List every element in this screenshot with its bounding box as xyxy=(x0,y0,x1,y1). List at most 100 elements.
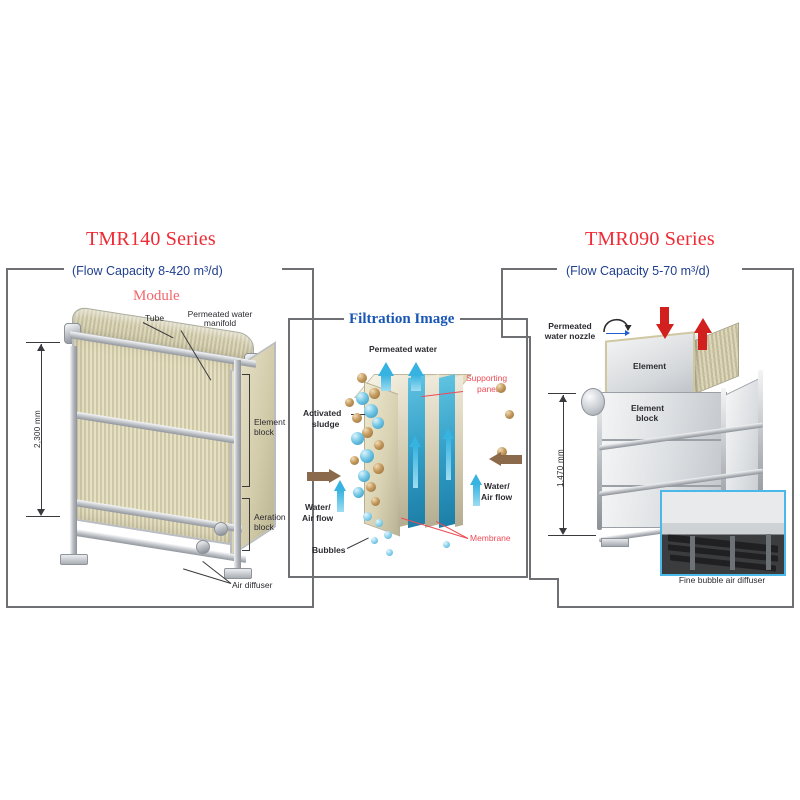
label-fine-bubble-air-diffuser: Fine bubble air diffuser xyxy=(678,575,766,585)
sludge-particle xyxy=(496,383,506,393)
bracket-element-line xyxy=(249,374,250,486)
sludge-flow-stem-right xyxy=(500,455,522,464)
sludge-particle xyxy=(369,388,380,399)
label-water-air-flow-right-l2: Air flow xyxy=(481,492,513,502)
label-membrane: Membrane xyxy=(470,533,511,543)
small-bubble xyxy=(384,531,392,539)
dim-top-tick-right xyxy=(548,393,576,394)
water-air-arrow-left xyxy=(334,480,346,491)
bubble-particle xyxy=(360,449,374,463)
module-caption: Module xyxy=(133,288,180,304)
dim-arrow-up-right xyxy=(559,395,567,402)
right-series-title: TMR090 Series xyxy=(585,228,715,250)
bracket-element-top xyxy=(242,374,250,375)
unit-post-right xyxy=(758,370,763,512)
dim-line-left xyxy=(41,344,42,512)
element-remove-stem xyxy=(698,332,707,350)
sludge-particle xyxy=(505,410,514,419)
air-diffuser-port-b xyxy=(196,540,210,554)
module-left-post xyxy=(70,346,77,558)
supporting-panel-layer-c xyxy=(455,375,463,527)
sludge-particle xyxy=(350,456,359,465)
element-insert-arrow xyxy=(656,324,674,339)
sludge-flow-arrow-left xyxy=(329,469,341,483)
sludge-flow-arrow-right xyxy=(489,452,501,466)
internal-flow-arrow-b xyxy=(442,428,454,439)
dim-top-tick-left xyxy=(26,342,60,343)
label-element: Element xyxy=(633,361,667,371)
dim-bottom-tick-right xyxy=(548,535,596,536)
bubble-particle xyxy=(356,392,369,405)
label-air-diffuser: Air diffuser xyxy=(232,580,273,590)
label-water-air-flow-left-l1: Water/ xyxy=(305,502,331,512)
dim-bottom-tick-left xyxy=(26,516,60,517)
permeated-water-arrow-left xyxy=(378,362,394,376)
label-tmr090-height: 1,470 mm xyxy=(556,449,565,487)
sludge-particle xyxy=(362,427,373,438)
small-bubble xyxy=(443,541,450,548)
right-flow-capacity: (Flow Capacity 5-70 m³/d) xyxy=(566,264,710,278)
label-tube: Tube xyxy=(145,313,165,323)
sludge-particle xyxy=(497,447,507,457)
label-element-block-l2: block xyxy=(254,427,274,437)
label-permeated-nozzle-l1: Permeated xyxy=(548,321,592,331)
diffuser-leg xyxy=(766,534,771,570)
label-water-air-flow-left-l2: Air flow xyxy=(302,513,334,523)
bubble-particle xyxy=(372,417,384,429)
dim-arrow-down-left xyxy=(37,509,45,516)
label-water-air-flow-right-l1: Water/ xyxy=(484,481,510,491)
bubble-particle xyxy=(351,432,364,445)
label-element-block-l1: Element xyxy=(254,417,286,427)
left-flow-capacity: (Flow Capacity 8-420 m³/d) xyxy=(72,264,223,278)
bubble-particle xyxy=(358,470,370,482)
dim-arrow-down-right xyxy=(559,528,567,535)
dim-arrow-up-left xyxy=(37,344,45,351)
unit-post-left xyxy=(597,388,602,530)
label-permeated-nozzle-l2: water nozzle xyxy=(544,331,596,341)
small-bubble xyxy=(386,549,393,556)
module-foot-left xyxy=(60,554,88,565)
module-foot-right xyxy=(224,568,252,579)
small-bubble xyxy=(375,519,383,527)
nozzle-curve-arrow-icon xyxy=(603,318,632,333)
sludge-particle xyxy=(345,398,354,407)
bracket-aeration-bottom xyxy=(242,550,250,551)
bracket-aeration-line xyxy=(249,498,250,550)
diffuser-leg xyxy=(690,536,695,570)
water-air-arrow-right xyxy=(470,474,482,485)
label-bubbles: Bubbles xyxy=(312,545,346,555)
label-permeated-water: Permeated water xyxy=(368,344,438,354)
module-right-post xyxy=(234,360,241,572)
sludge-flow-stem-left xyxy=(307,472,329,481)
bracket-element-bottom xyxy=(242,486,250,487)
fine-bubble-diffuser-inset-photo xyxy=(660,490,786,576)
label-element-block-right-l1: Element xyxy=(631,403,665,413)
sludge-particle xyxy=(374,440,384,450)
label-permeated-water-manifold-l1: Permeated water xyxy=(187,309,253,319)
permeated-water-stem-left xyxy=(381,375,391,391)
filtration-cross-section-illustration xyxy=(353,372,508,552)
dim-line-right xyxy=(563,395,564,533)
label-tmr140-height: 2,300 mm xyxy=(33,410,42,448)
label-aeration-block-l1: Aeration xyxy=(254,512,286,522)
label-activated-sludge-l1: Activated xyxy=(303,408,342,418)
diffuser-leg xyxy=(730,536,735,570)
internal-flow-stem-a xyxy=(413,446,418,488)
sludge-particle xyxy=(373,463,384,474)
sludge-particle xyxy=(352,413,362,423)
tmr140-module-illustration xyxy=(48,305,276,586)
sludge-particle xyxy=(371,497,380,506)
label-element-block-right-l2: block xyxy=(636,413,659,423)
sludge-particle xyxy=(357,373,367,383)
permeated-water-stem-right xyxy=(411,375,421,391)
label-supporting-panel-l1: Supporting xyxy=(466,373,508,383)
internal-flow-stem-b xyxy=(446,438,451,480)
unit-foot-left xyxy=(601,538,629,547)
element-remove-arrow xyxy=(694,318,712,333)
water-air-stem-left xyxy=(337,490,344,512)
permeated-water-flange xyxy=(581,388,605,416)
supporting-panel-layer-b xyxy=(425,374,439,528)
internal-flow-arrow-a xyxy=(409,436,421,447)
nozzle-direction-line xyxy=(606,333,626,334)
